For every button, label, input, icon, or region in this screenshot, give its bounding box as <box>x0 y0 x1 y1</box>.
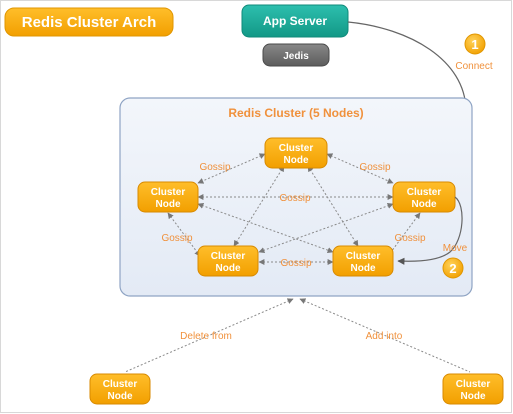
gossip-label: Gossip <box>161 233 193 244</box>
app-server-box: App Server <box>241 4 349 38</box>
node-label-line2: Node <box>461 391 486 402</box>
node-label-line2: Node <box>412 199 437 210</box>
gossip-label: Gossip <box>199 162 231 173</box>
node-label-line1: Cluster <box>211 251 246 262</box>
step-2-number: 2 <box>449 261 456 276</box>
gossip-label: Gossip <box>359 162 391 173</box>
gossip-label: Gossip <box>394 233 426 244</box>
step-1-badge: 1 <box>464 33 486 55</box>
edge-top-left <box>197 153 266 184</box>
node-label-line1: Cluster <box>151 187 186 198</box>
cluster-node: Cluster Node <box>264 137 328 169</box>
jedis-box: Jedis <box>262 43 330 67</box>
gossip-label: Gossip <box>280 258 312 269</box>
node-label-line2: Node <box>284 155 309 166</box>
cluster-node: Cluster Node <box>197 245 259 277</box>
node-label-line1: Cluster <box>407 187 442 198</box>
step-2-badge: 2 <box>442 257 464 279</box>
step-1-number: 1 <box>471 37 478 52</box>
edge-left-bottomleft <box>167 212 201 257</box>
jedis-label: Jedis <box>283 51 309 62</box>
cluster-title: Redis Cluster (5 Nodes) <box>228 106 363 120</box>
node-label-line1: Cluster <box>456 379 491 390</box>
move-arrow <box>397 196 463 265</box>
node-label-line1: Cluster <box>103 379 138 390</box>
add-label: Add into <box>366 331 403 342</box>
delete-edge <box>124 298 294 373</box>
connect-label: Connect <box>455 61 492 72</box>
cluster-node: Cluster Node <box>392 181 456 213</box>
node-label-line2: Node <box>108 391 133 402</box>
external-node-add: Cluster Node <box>442 373 504 405</box>
node-label-line2: Node <box>216 263 241 274</box>
diagram-title: Redis Cluster Arch <box>22 14 156 31</box>
app-server-label: App Server <box>263 14 327 28</box>
cluster-node: Cluster Node <box>137 181 199 213</box>
edge-top-right <box>326 153 394 184</box>
node-label-line2: Node <box>156 199 181 210</box>
cluster-node: Cluster Node <box>332 245 394 277</box>
move-label: Move <box>443 243 468 254</box>
external-node-delete: Cluster Node <box>89 373 151 405</box>
gossip-label: Gossip <box>279 193 311 204</box>
gossip-edges <box>167 153 421 265</box>
node-label-line2: Node <box>351 263 376 274</box>
title-badge: Redis Cluster Arch <box>4 7 174 37</box>
node-label-line1: Cluster <box>279 143 314 154</box>
delete-label: Delete from <box>180 331 232 342</box>
add-edge <box>299 298 471 373</box>
node-label-line1: Cluster <box>346 251 381 262</box>
